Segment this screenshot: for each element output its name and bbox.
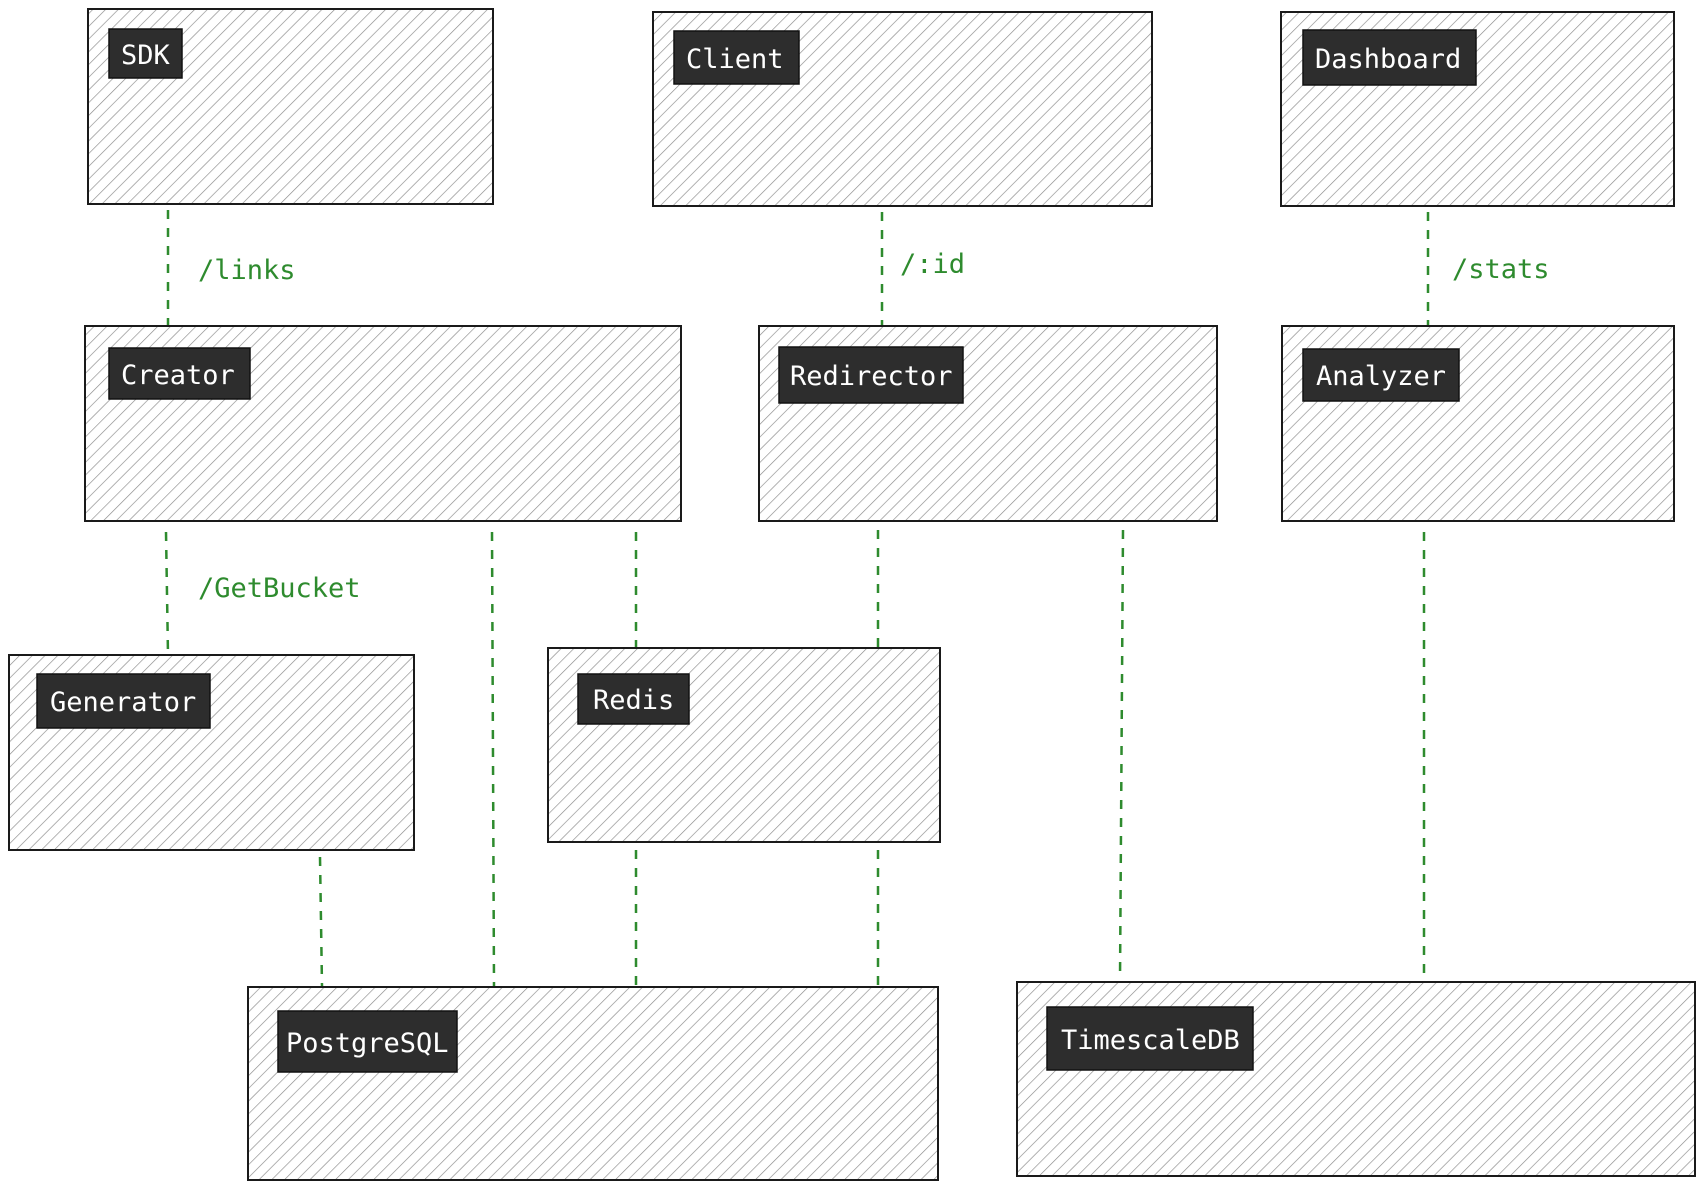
node-label: Dashboard: [1315, 44, 1461, 75]
node-postgresql[interactable]: PostgreSQL: [247, 986, 939, 1181]
node-label-box: [1302, 29, 1477, 86]
node-label: TimescaleDB: [1061, 1025, 1240, 1056]
node-creator[interactable]: Creator: [84, 325, 682, 522]
node-client[interactable]: Client: [652, 11, 1153, 207]
node-redirector[interactable]: Redirector: [758, 325, 1218, 522]
node-label: Redirector: [790, 361, 953, 392]
node-label-box: [778, 346, 964, 404]
edge-label-getbucket: /GetBucket: [198, 573, 361, 604]
node-label-box: [1046, 1006, 1254, 1071]
node-label: Client: [686, 44, 784, 75]
edge-label-links: /links: [198, 255, 296, 286]
node-label-box: [1302, 348, 1460, 402]
edges: /links /:id /stats /GetBucket: [164, 210, 1550, 987]
node-label-box: [277, 1010, 458, 1073]
edge-label-stats: /stats: [1452, 254, 1550, 285]
node-label: SDK: [121, 40, 171, 71]
node-label-box: [108, 28, 183, 79]
node-label-box: [108, 347, 251, 400]
edge-generator-postgresql: [318, 856, 324, 987]
node-label-box: [36, 673, 211, 729]
node-label: Analyzer: [1316, 361, 1446, 392]
node-label: Creator: [121, 360, 235, 391]
node-sdk[interactable]: SDK: [87, 8, 494, 205]
node-label: Redis: [593, 685, 674, 716]
node-generator[interactable]: Generator: [8, 654, 415, 851]
edge-creator-generator: [164, 531, 170, 656]
node-label-box: [673, 30, 800, 85]
node-timescaledb[interactable]: TimescaleDB: [1016, 981, 1696, 1177]
node-analyzer[interactable]: Analyzer: [1281, 325, 1675, 522]
node-label-box: [577, 673, 690, 725]
node-label: Generator: [50, 687, 196, 718]
node-redis[interactable]: Redis: [547, 647, 941, 843]
node-dashboard[interactable]: Dashboard: [1280, 11, 1675, 207]
node-label: PostgreSQL: [286, 1028, 449, 1059]
edge-redirector-timescaledb: [1118, 529, 1125, 981]
edge-creator-postgresql: [490, 531, 496, 987]
edge-label-id: /:id: [900, 249, 965, 280]
